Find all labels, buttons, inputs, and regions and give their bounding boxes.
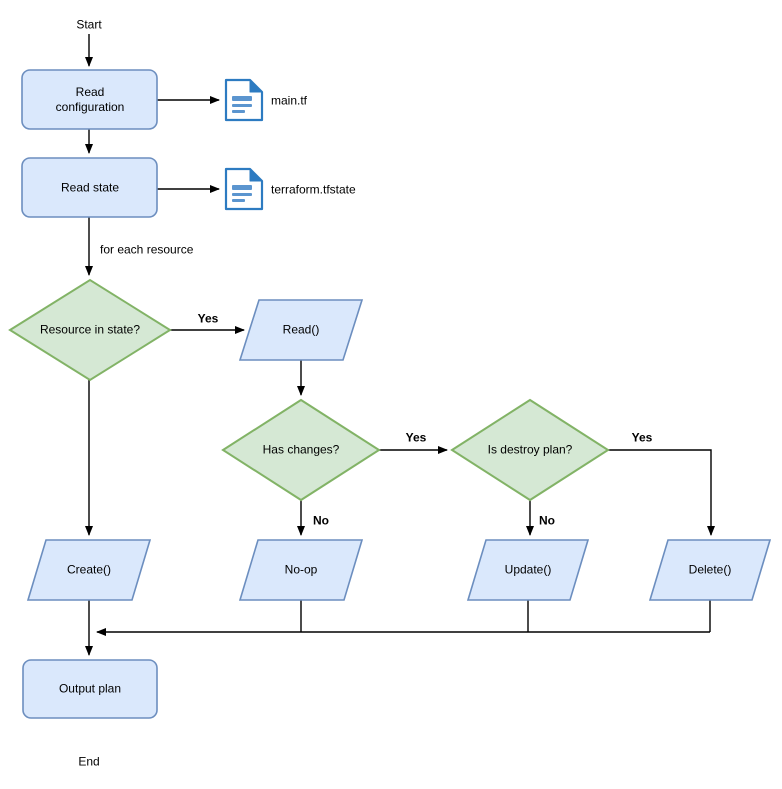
document-icon-main-tf (224, 78, 264, 122)
has-changes-yes-label: Yes (405, 430, 427, 445)
start-label: Start (76, 17, 102, 32)
resource-in-state-label: Resource in state? (39, 322, 141, 337)
is-destroy-plan-label: Is destroy plan? (487, 442, 573, 457)
read-state-label: Read state (60, 180, 120, 195)
create-op-label: Create() (66, 562, 112, 577)
no-op-label: No-op (284, 562, 318, 577)
has-changes-label: Has changes? (262, 442, 340, 457)
node-has-changes (221, 398, 381, 502)
delete-op-label: Delete() (688, 562, 732, 577)
output-plan-label: Output plan (58, 681, 122, 696)
read-op-label: Read() (282, 322, 320, 337)
node-is-destroy-plan (450, 398, 610, 502)
main-tf-label: main.tf (271, 93, 308, 108)
tfstate-label: terraform.tfstate (271, 182, 356, 197)
resource-in-state-yes-label: Yes (197, 311, 219, 326)
node-read-configuration (21, 69, 158, 130)
is-destroy-plan-yes-label: Yes (631, 430, 653, 445)
node-no-op (238, 539, 364, 601)
update-op-label: Update() (504, 562, 552, 577)
for-each-resource-label: for each resource (100, 242, 194, 257)
is-destroy-plan-no-label: No (539, 513, 555, 528)
document-icon-tfstate (224, 167, 264, 211)
edge-is-destroy-yes-to-delete (608, 449, 715, 536)
has-changes-no-label: No (313, 513, 329, 528)
node-delete-op (648, 539, 772, 601)
node-create-op (26, 539, 152, 601)
node-read-state (21, 157, 158, 218)
node-output-plan (22, 659, 158, 719)
node-resource-in-state (8, 278, 172, 382)
read-configuration-label: Read configuration (55, 85, 125, 114)
node-read-op (238, 299, 364, 361)
end-label: End (78, 754, 100, 769)
node-update-op (466, 539, 590, 601)
